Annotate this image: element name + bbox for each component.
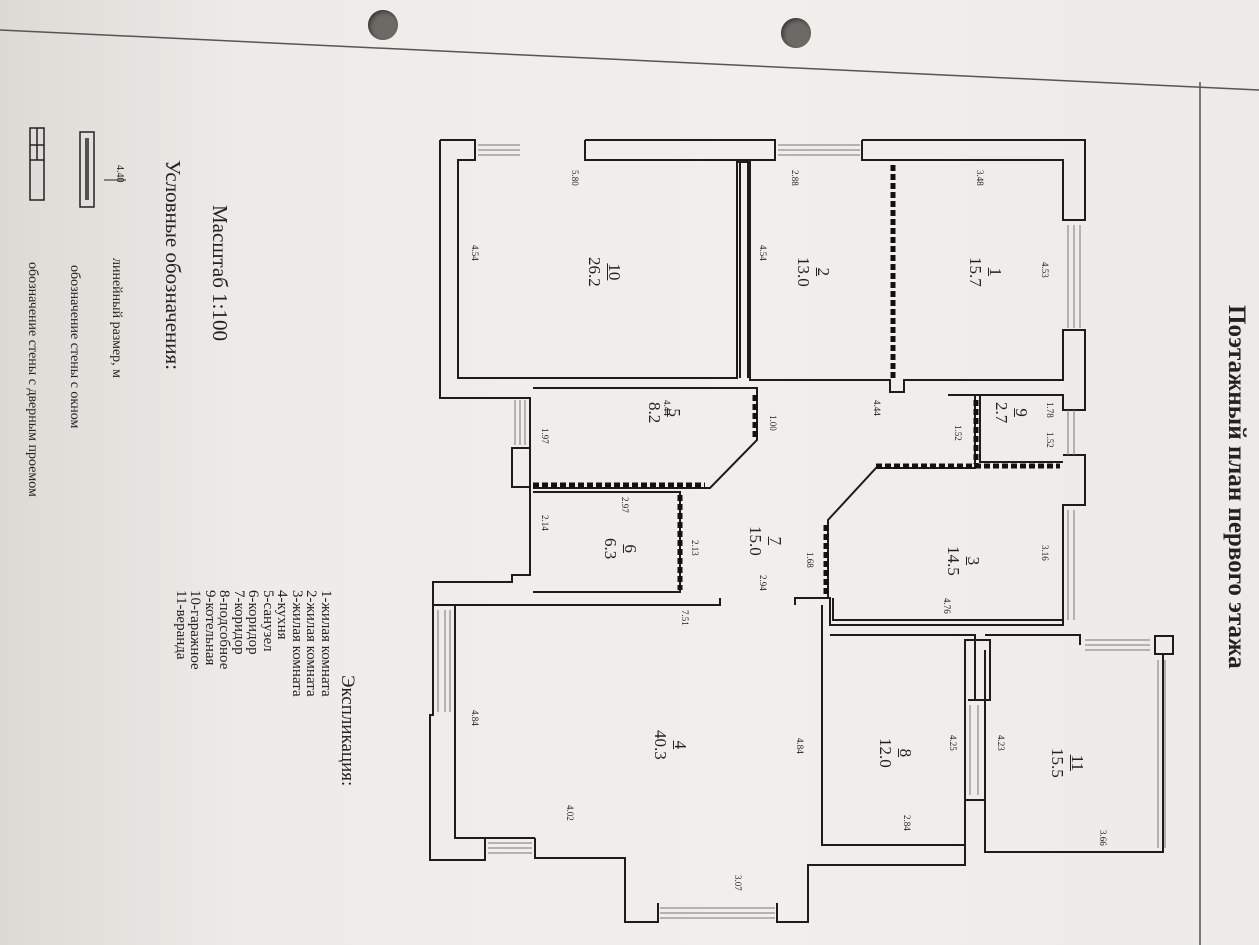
dimension-label: 2.94 <box>758 575 768 591</box>
explication-item: 5-санузел <box>260 590 276 652</box>
legend-dim-example: 4.40 <box>114 165 125 183</box>
dimension-label: 2.13 <box>690 540 700 556</box>
dimension-label: 2.84 <box>902 815 912 831</box>
explication-item: 3-жилая комната <box>289 590 305 697</box>
page-title: Поэтажный план первого этажа <box>1223 305 1250 669</box>
explication-item: 7-коридор <box>231 590 247 655</box>
dimension-label: 1.68 <box>805 552 815 568</box>
dimension-label: 4.54 <box>758 245 768 261</box>
dimension-label: 4.25 <box>948 735 958 751</box>
dimension-label: 4.44 <box>872 400 882 416</box>
explication-item: 1-жилая комната <box>318 590 334 697</box>
explication-list: 1-жилая комната 2-жилая комната 3-жилая … <box>173 590 334 697</box>
explication-item: 11-веранда <box>173 590 189 660</box>
punch-hole <box>781 18 811 48</box>
dimension-label: 1.00 <box>768 415 778 431</box>
explication-item: 10-гаражное <box>187 590 204 670</box>
dimension-label: 1.52 <box>1045 432 1055 448</box>
dimension-label: 4.53 <box>1040 262 1050 278</box>
dimension-label: 4.84 <box>470 710 480 726</box>
explication-item: 6-коридор <box>245 590 262 655</box>
legend-dim-label: линейный размер, м <box>109 258 124 379</box>
dimension-label: 4.02 <box>565 805 575 821</box>
dimension-label: 3.48 <box>975 170 985 186</box>
dimension-label: 2.14 <box>540 515 550 531</box>
explication-heading: Экспликация: <box>337 675 358 787</box>
scale-label: Масштаб 1:100 <box>208 205 232 342</box>
dimension-label: 7.51 <box>680 610 690 626</box>
dimension-label: 3.07 <box>733 875 743 891</box>
dimension-label: 3.66 <box>1098 830 1108 846</box>
legend-door-label: обозначение стены с дверным проемом <box>25 262 40 497</box>
dimension-label: 4.76 <box>942 598 952 614</box>
dimension-label: 3.16 <box>1040 545 1050 561</box>
explication-item: 9-котельная <box>202 590 218 666</box>
explication-item: 8-подсобное <box>216 590 233 670</box>
dimension-label: 5.80 <box>570 170 580 186</box>
legend-heading: Условные обозначения: <box>161 160 185 371</box>
dimension-label: 4.23 <box>996 735 1006 751</box>
dimension-label: 1.97 <box>540 428 550 444</box>
dimension-label: 4.84 <box>795 738 805 754</box>
dimension-label: 4.44 <box>662 400 672 416</box>
dimension-label: 1.78 <box>1045 402 1055 418</box>
explication-item: 4-кухня <box>274 590 291 640</box>
dimension-label: 2.97 <box>620 497 630 513</box>
explication-item: 2-жилая комната <box>303 590 320 697</box>
dimension-label: 1.52 <box>953 425 963 441</box>
punch-hole <box>368 10 398 40</box>
legend-window-label: обозначение стены с окном <box>67 265 82 429</box>
dimension-label: 2.88 <box>790 170 800 186</box>
dimension-label: 4.54 <box>470 245 480 261</box>
